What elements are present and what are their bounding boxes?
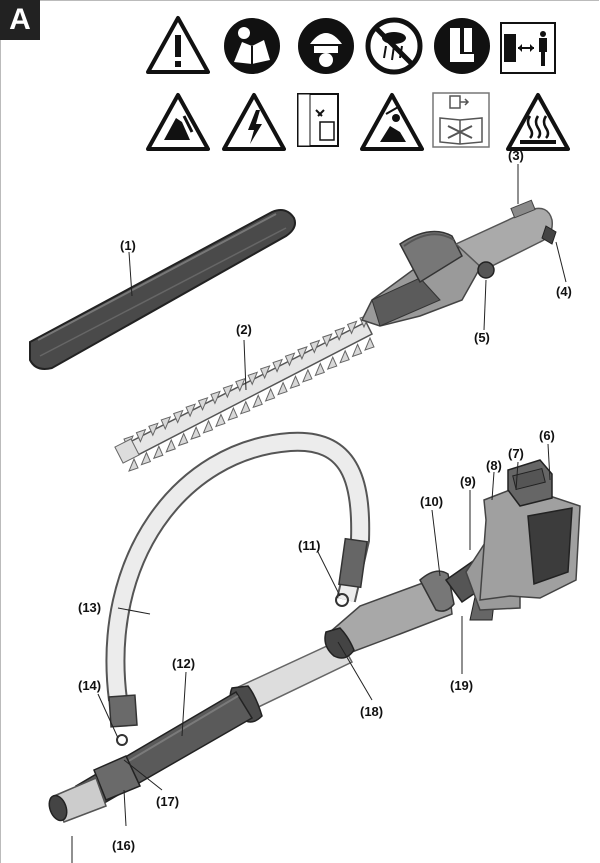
label-11: (11) <box>298 538 321 553</box>
label-12: (12) <box>172 656 196 671</box>
label-5: (5) <box>474 330 490 345</box>
label-17: (17) <box>156 794 180 809</box>
label-8: (8) <box>486 458 502 473</box>
label-9: (9) <box>460 474 476 489</box>
label-2: (2) <box>236 322 252 337</box>
hedge-blade <box>114 314 375 472</box>
remove-battery-icon <box>297 93 339 147</box>
label-6: (6) <box>539 428 555 443</box>
label-3: (3) <box>508 148 524 163</box>
no-rain-icon <box>365 17 423 75</box>
label-1: (1) <box>120 238 136 253</box>
label-16: (16) <box>112 838 136 853</box>
label-10: (10) <box>420 494 444 509</box>
label-7: (7) <box>508 446 524 461</box>
helmet-eye-ear-protection-icon <box>298 18 354 74</box>
falling-objects-icon <box>360 93 424 151</box>
label-18: (18) <box>360 704 384 719</box>
hot-surface-icon <box>506 93 570 151</box>
label-14: (14) <box>78 678 102 693</box>
blade-cover <box>29 209 296 370</box>
label-13: (13) <box>78 600 102 615</box>
leader-lines <box>71 164 567 863</box>
warning-icon <box>146 16 210 74</box>
cut-hazard-icon <box>146 93 210 151</box>
motor-housing <box>324 459 581 659</box>
label-4: (4) <box>556 284 572 299</box>
telescopic-shaft <box>48 639 354 823</box>
keep-distance-icon <box>500 22 556 74</box>
section-badge: A <box>0 0 40 40</box>
trimmer-head <box>360 199 557 327</box>
label-19: (19) <box>450 678 474 693</box>
maintenance-manual-icon <box>432 92 490 148</box>
read-manual-icon <box>224 18 280 74</box>
electric-hazard-icon <box>222 93 286 151</box>
safety-boots-icon <box>434 18 490 74</box>
shoulder-strap <box>105 431 371 746</box>
